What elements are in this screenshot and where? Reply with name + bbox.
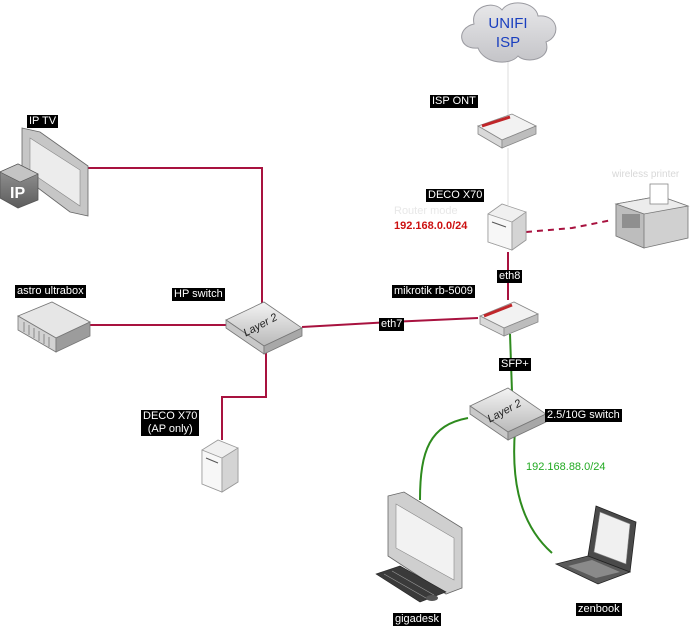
isp-ont-label: ISP ONT bbox=[430, 95, 478, 108]
astro-box-icon bbox=[17, 301, 91, 353]
iptv-badge-text: IP bbox=[10, 185, 25, 202]
mikrotik-label: mikrotik rb-5009 bbox=[392, 285, 475, 298]
switch-10g-icon: Layer 2 bbox=[469, 387, 547, 441]
iptv-label: IP TV bbox=[27, 115, 59, 128]
lan-subnet-label: 192.168.88.0/24 bbox=[526, 461, 606, 473]
deco-ap-label: DECO X70 (AP only) bbox=[141, 410, 200, 436]
link-10g-gigadesk bbox=[419, 417, 469, 501]
cloud-label: UNIFI ISP bbox=[478, 14, 538, 52]
isp-cloud-icon bbox=[461, 2, 557, 63]
sfp-label: SFP+ bbox=[499, 358, 531, 371]
deco-main-label: DECO X70 bbox=[426, 189, 485, 202]
gigadesk-label: gigadesk bbox=[393, 613, 442, 626]
deco-subnet-label: 192.168.0.0/24 bbox=[394, 220, 468, 232]
iptv-icon: IP bbox=[0, 127, 89, 217]
printer-icon bbox=[614, 183, 690, 249]
deco-ap-label-line2: (AP only) bbox=[147, 423, 193, 435]
deco-router-mode-text: Router mode bbox=[394, 205, 458, 217]
link-deco-printer bbox=[525, 219, 613, 233]
laptop-icon bbox=[554, 505, 637, 585]
zenbook-label: zenbook bbox=[576, 603, 622, 616]
printer-label: wireless printer bbox=[612, 169, 680, 180]
link-hpswitch-decoap bbox=[221, 350, 267, 440]
isp-ont-icon bbox=[477, 113, 537, 149]
link-iptv-hpswitch bbox=[88, 167, 263, 310]
cloud-label-line1: UNIFI bbox=[488, 15, 528, 32]
link-10g-zenbook bbox=[513, 429, 553, 554]
deco-ap-icon bbox=[201, 439, 239, 493]
hp-switch-icon: Layer 2 bbox=[225, 301, 303, 355]
mikrotik-router-icon bbox=[479, 301, 539, 337]
deco-main-icon bbox=[487, 203, 527, 251]
desktop-pc-icon bbox=[375, 491, 463, 603]
hp-switch-label: HP switch bbox=[172, 288, 225, 301]
eth8-label: eth8 bbox=[497, 270, 523, 283]
cloud-label-line2: ISP bbox=[495, 34, 521, 51]
switch-10g-label: 2.5/10G switch bbox=[545, 409, 622, 422]
deco-ap-label-line1: DECO X70 bbox=[143, 410, 198, 422]
astro-label: astro ultrabox bbox=[15, 285, 86, 298]
eth7-label: eth7 bbox=[379, 318, 405, 331]
links bbox=[88, 62, 613, 554]
